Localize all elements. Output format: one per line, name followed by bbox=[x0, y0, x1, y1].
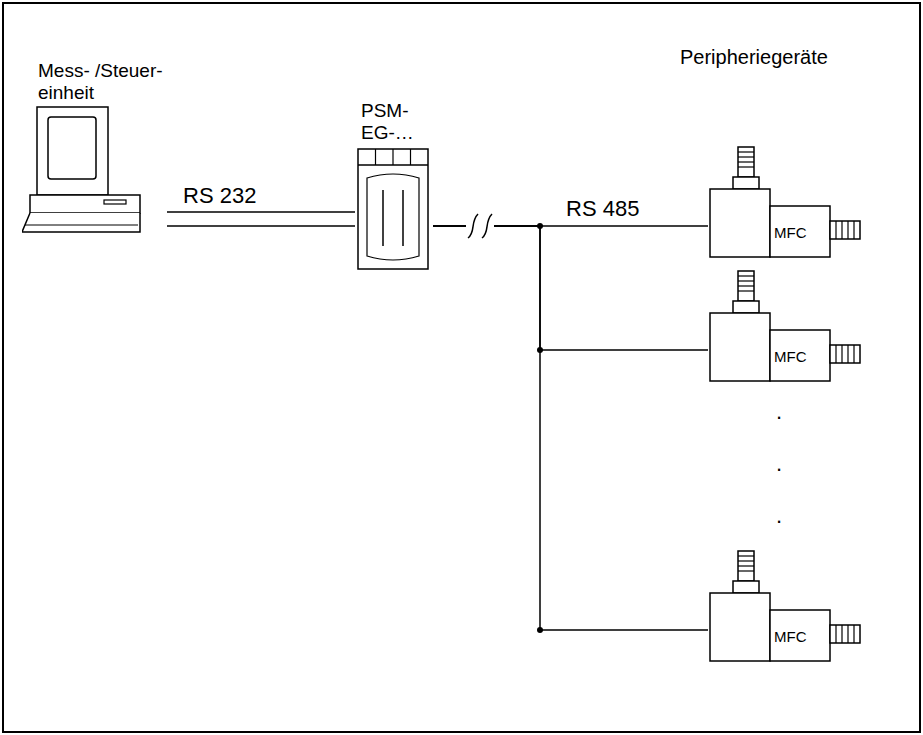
group-label: Peripheriegeräte bbox=[680, 46, 828, 68]
computer-symbol bbox=[22, 106, 167, 236]
device-heading: PSM- EG-… bbox=[361, 100, 435, 144]
mfc-symbol bbox=[708, 550, 863, 664]
interface-converter: PSM- EG-… bbox=[355, 100, 433, 272]
mfc-symbol bbox=[708, 146, 863, 260]
interface-label: RS 232 bbox=[183, 184, 256, 208]
serial-cable bbox=[167, 212, 355, 226]
bus-wire bbox=[433, 226, 708, 350]
mass-flow-controller: MFC bbox=[708, 270, 863, 384]
mass-flow-controller: MFC bbox=[708, 550, 863, 664]
device-label: MFC bbox=[774, 224, 828, 241]
control-unit: Mess- /Steuer- einheit bbox=[22, 60, 167, 236]
device-heading: Mess- /Steuer- einheit bbox=[38, 60, 183, 104]
bus-wire bbox=[433, 226, 708, 630]
interface-label: RS 485 bbox=[566, 197, 639, 221]
mass-flow-controller: MFC bbox=[708, 146, 863, 260]
device-label: MFC bbox=[774, 348, 828, 365]
device-label: MFC bbox=[774, 628, 828, 645]
ellipsis-dot: . bbox=[776, 504, 782, 528]
psm-symbol bbox=[355, 148, 433, 272]
ellipsis-dot: . bbox=[776, 452, 782, 476]
ellipsis-dot: . bbox=[776, 400, 782, 424]
mfc-symbol bbox=[708, 270, 863, 384]
